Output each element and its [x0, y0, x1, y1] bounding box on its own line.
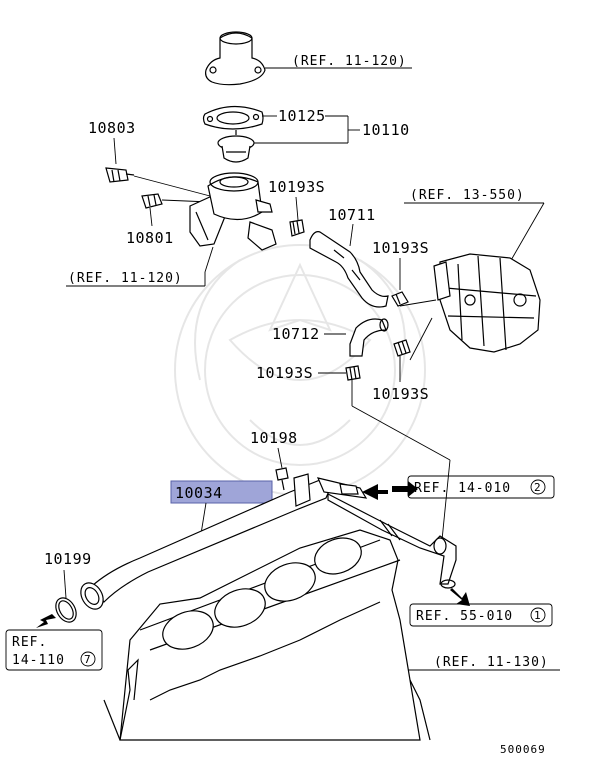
ref-14-010-num: 2 [534, 481, 542, 494]
ref-14-110-num: 7 [84, 653, 92, 666]
arrow-ref-14-010 [362, 484, 388, 500]
label-10198[interactable]: 10198 [250, 429, 298, 447]
ref-11-130[interactable]: (REF. 11-130) [434, 655, 549, 670]
label-10110[interactable]: 10110 [362, 121, 410, 139]
ref-55-010-num: 1 [534, 609, 542, 622]
ref-14-110-line1[interactable]: REF. [12, 635, 47, 650]
label-10193s-d[interactable]: 10193S [372, 385, 429, 403]
throttle-body-assembly[interactable] [433, 253, 541, 353]
label-10711[interactable]: 10711 [328, 206, 376, 224]
arrow-down-left-icon [36, 614, 56, 628]
bolt-10198[interactable] [275, 467, 289, 491]
sensor-10803[interactable] [105, 167, 135, 183]
ref-14-010[interactable]: REF. 14-010 [414, 481, 511, 496]
thermostat-case-top[interactable] [205, 31, 266, 86]
label-10193s-a[interactable]: 10193S [268, 178, 325, 196]
ref-14-010-box [407, 475, 555, 499]
label-10801[interactable]: 10801 [126, 229, 174, 247]
ref-14-110-box [5, 629, 103, 671]
thermostat-10110[interactable] [217, 130, 255, 163]
clamp-10193s-a[interactable] [289, 219, 305, 237]
ref-14-110-line2[interactable]: 14-110 [12, 653, 65, 668]
water-outlet-fitting[interactable] [189, 172, 277, 251]
label-10034[interactable]: 10034 [175, 484, 223, 502]
ref-13-550[interactable]: (REF. 13-550) [410, 188, 525, 203]
ref-55-010[interactable]: REF. 55-010 [416, 609, 513, 624]
label-10193s-c[interactable]: 10193S [256, 364, 313, 382]
ref-11-120-left[interactable]: (REF. 11-120) [68, 271, 183, 286]
circle-num-icon [530, 607, 546, 623]
clamp-10193s-c[interactable] [345, 365, 361, 381]
circle-num-icon [530, 479, 546, 495]
arrow-right-icon [392, 481, 418, 497]
label-10712[interactable]: 10712 [272, 325, 320, 343]
arrow-down-right-icon [450, 588, 470, 606]
clamp-10193s-b[interactable] [391, 291, 409, 307]
circle-num-icon [80, 651, 96, 667]
gasket-10125[interactable] [202, 105, 264, 130]
label-10199[interactable]: 10199 [44, 550, 92, 568]
label-10803[interactable]: 10803 [88, 119, 136, 137]
label-10034-highlight [170, 480, 273, 504]
label-10125[interactable]: 10125 [278, 107, 326, 125]
hose-10711[interactable] [309, 231, 389, 308]
o-ring-10199[interactable] [52, 594, 81, 626]
ref-55-010-box [409, 603, 553, 627]
label-10193s-b[interactable]: 10193S [372, 239, 429, 257]
ref-11-120-top[interactable]: (REF. 11-120) [292, 54, 407, 69]
hose-10712[interactable] [349, 318, 389, 357]
cylinder-head[interactable] [103, 529, 431, 741]
sender-10801[interactable] [141, 193, 163, 209]
water-pipe-10034[interactable] [76, 473, 457, 613]
clamp-10193s-d[interactable] [393, 339, 411, 357]
diagram-id: 500069 [500, 743, 546, 756]
